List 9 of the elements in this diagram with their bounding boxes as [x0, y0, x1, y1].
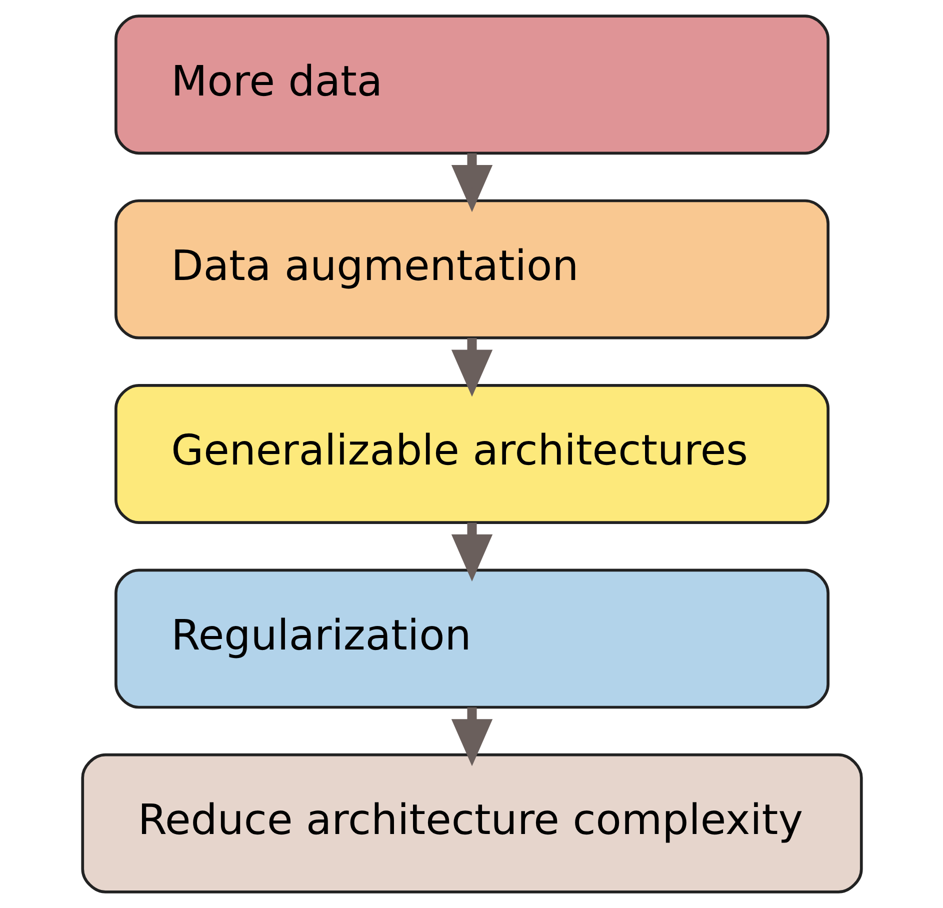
- arrow: [450, 522, 492, 582]
- node-box: Reduce architecture complexity: [80, 753, 862, 894]
- arrow: [450, 338, 492, 397]
- arrow: [450, 707, 492, 766]
- node-box: More data: [114, 14, 829, 155]
- node-box: Regularization: [114, 568, 829, 709]
- arrow: [450, 153, 492, 212]
- node-box: Generalizable architectures: [114, 384, 829, 524]
- node-box: Data augmentation: [114, 199, 829, 340]
